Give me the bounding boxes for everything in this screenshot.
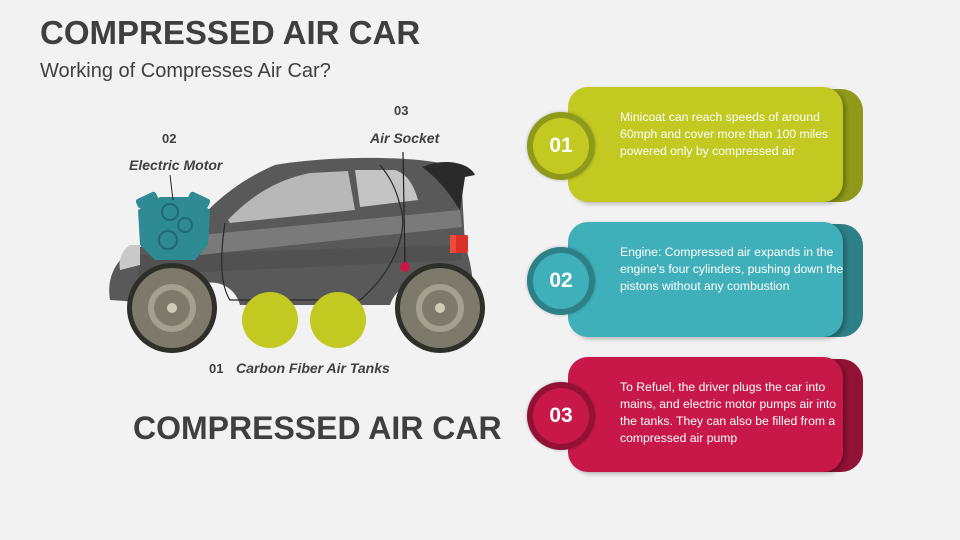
number-badge: 03	[527, 382, 595, 450]
car-diagram: 02 Electric Motor 03 Air Socket 01 Carbo…	[100, 95, 500, 395]
label-number-electric-motor: 02	[162, 131, 177, 146]
info-card-02: 02 Engine: Compressed air expands in the…	[520, 222, 865, 340]
card-description: Engine: Compressed air expands in the en…	[620, 245, 844, 293]
label-electric-motor: Electric Motor	[129, 157, 223, 173]
badge-number: 01	[533, 118, 589, 174]
page-title: COMPRESSED AIR CAR	[40, 14, 421, 51]
bottom-title: COMPRESSED AIR CAR	[133, 410, 502, 446]
badge-number: 02	[533, 253, 589, 309]
air-tank-icon	[242, 292, 298, 348]
card-panel	[568, 87, 843, 202]
info-card-01: 01 Minicoat can reach speeds of around 6…	[520, 87, 865, 205]
card-description: To Refuel, the driver plugs the car into…	[620, 380, 837, 445]
engine-icon	[135, 191, 211, 260]
info-card-03: 03 To Refuel, the driver plugs the car i…	[520, 357, 865, 475]
badge-number: 03	[533, 388, 589, 444]
card-description: Minicoat can reach speeds of around 60mp…	[620, 110, 828, 158]
air-socket-dot	[400, 262, 410, 272]
card-panel	[568, 222, 843, 337]
air-tank-icon	[310, 292, 366, 348]
car-illustration	[109, 151, 485, 353]
page-subtitle: Working of Compresses Air Car?	[40, 60, 331, 82]
number-badge: 02	[527, 247, 595, 315]
label-number-air-tanks: 01	[209, 361, 224, 376]
label-air-tanks: Carbon Fiber Air Tanks	[236, 360, 390, 376]
label-number-air-socket: 03	[394, 103, 409, 118]
card-panel	[568, 357, 843, 472]
number-badge: 01	[527, 112, 595, 180]
label-air-socket: Air Socket	[370, 130, 440, 146]
